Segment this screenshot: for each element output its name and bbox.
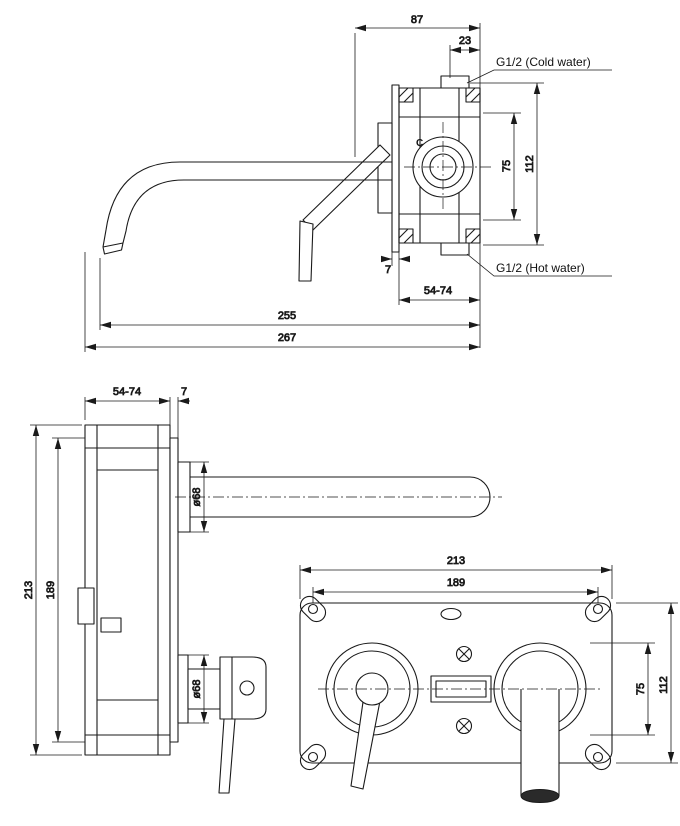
dim-189-section: 189 (45, 437, 85, 743)
spout-aerator (520, 789, 560, 803)
dim-54-74-section-label: 54-74 (113, 386, 141, 398)
dim-dia68-handle-label: ø68 (191, 680, 203, 699)
hot-water-inlet (440, 242, 470, 256)
hot-water-callout: G1/2 (Hot water) (466, 253, 612, 277)
dim-112-front: 112 (616, 602, 678, 764)
hot-water-label: G1/2 (Hot water) (496, 261, 585, 275)
trim-plate-edge (391, 84, 400, 253)
dim-dia68-spout: ø68 (190, 461, 209, 533)
dim-189-front: 189 (312, 577, 599, 603)
dim-75-front-label: 75 (635, 683, 647, 695)
mounting-holes (307, 603, 604, 763)
dim-75-front: 75 (590, 642, 655, 736)
handle-lever-down (218, 718, 236, 794)
handle-escutcheon (377, 122, 393, 214)
dim-189-label: 189 (45, 581, 57, 599)
dim-112-front-label: 112 (658, 676, 670, 694)
handle-grip (298, 220, 314, 282)
dim-54-74-section: 54-74 (84, 386, 171, 433)
dim-23: 23 (449, 35, 480, 78)
cartridge-escutcheon (325, 642, 419, 790)
dim-54-74-side: 54-74 (399, 285, 480, 304)
dim-189-front-label: 189 (447, 577, 465, 589)
handle-escutcheon-edge (177, 654, 189, 724)
handle-detail (239, 680, 255, 696)
screw-bottom (455, 717, 473, 735)
body-internal-lines (85, 425, 170, 755)
spout-escutcheon-front (493, 642, 587, 803)
dim-267: 267 (84, 252, 480, 352)
dim-23-label: 23 (459, 35, 471, 47)
dim-dia68-handle: ø68 (188, 654, 209, 724)
dim-7-side: 7 (381, 252, 410, 305)
screw-top (455, 645, 473, 663)
dim-213-section: 213 (23, 424, 82, 756)
in-wall-body (84, 424, 171, 756)
handle-body (219, 656, 267, 720)
rough-in-front-view: 213 189 75 112 (299, 555, 678, 803)
dim-7-section-label: 7 (181, 386, 187, 398)
dim-dia68-spout-label: ø68 (191, 488, 203, 507)
dim-75-label: 75 (501, 160, 513, 172)
cold-water-label: G1/2 (Cold water) (496, 55, 591, 69)
dim-7-label: 7 (385, 264, 391, 276)
handle-arm (302, 144, 391, 231)
mounting-clip (77, 587, 95, 625)
spout-outline (102, 161, 392, 255)
rough-in-body-front (299, 602, 613, 764)
trim-plate (169, 437, 179, 743)
cold-water-callout: G1/2 (Cold water) (466, 55, 612, 84)
installation-section-view: ø68 ø68 213 189 54-74 (23, 386, 502, 794)
dim-7-section: 7 (177, 386, 190, 438)
dim-87-label: 87 (411, 14, 423, 26)
dim-213-front: 213 (299, 555, 613, 599)
dim-112-side: 112 (470, 82, 544, 246)
side-elevation-view: C 87 23 G1/2 (Cold water) (84, 14, 612, 352)
dim-255: 255 (99, 258, 480, 330)
dim-112-label: 112 (524, 155, 536, 173)
dim-213-front-label: 213 (447, 555, 465, 567)
dim-54-74-label: 54-74 (424, 285, 452, 297)
dim-75-side: 75 (483, 112, 521, 221)
top-slot-hole (440, 607, 462, 621)
cartridge-mark: C (416, 138, 423, 149)
dim-213-label: 213 (23, 581, 35, 599)
cold-water-inlet (440, 75, 470, 89)
dim-267-label: 267 (278, 332, 296, 344)
dim-255-label: 255 (278, 310, 296, 322)
